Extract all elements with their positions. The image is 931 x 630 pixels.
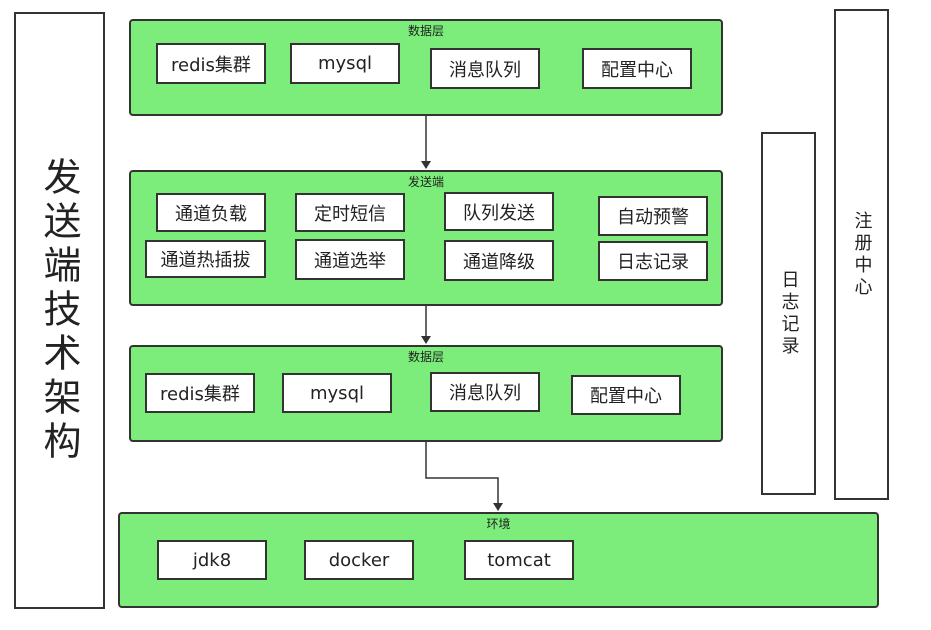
env-tomcat: tomcat <box>464 540 574 580</box>
registry-panel-label: 注册中心 <box>851 210 873 299</box>
data-bottom-redis: redis集群 <box>145 373 255 413</box>
sender-hot-plug: 通道热插拔 <box>145 240 266 278</box>
data-layer-bottom-title: 数据层 <box>407 350 444 364</box>
data-top-redis: redis集群 <box>156 43 266 84</box>
sender-auto-alert: 自动预警 <box>598 196 708 236</box>
registry-panel: 注册中心 <box>834 9 889 500</box>
sender-queue-send: 队列发送 <box>444 192 554 231</box>
data-top-mq: 消息队列 <box>430 48 540 89</box>
data-bottom-config: 配置中心 <box>571 375 681 415</box>
sender-layer: 发送端 通道负载 定时短信 队列发送 自动预警 通道热插拔 通道选举 通道降级 … <box>129 170 723 306</box>
architecture-title-panel: 发送端技术架构 <box>14 12 105 609</box>
data-layer-top-title: 数据层 <box>407 24 444 38</box>
sender-scheduled-sms: 定时短信 <box>295 193 405 232</box>
env-jdk8: jdk8 <box>157 540 267 580</box>
env-docker: docker <box>304 540 414 580</box>
log-panel-label: 日志记录 <box>778 269 800 358</box>
sender-log-record: 日志记录 <box>598 241 708 281</box>
log-panel: 日志记录 <box>761 132 816 495</box>
env-layer-title: 环境 <box>486 517 511 531</box>
arrow-data-to-env <box>425 442 503 511</box>
sender-channel-downgrade: 通道降级 <box>444 240 554 281</box>
data-layer-top: 数据层 redis集群 mysql 消息队列 配置中心 <box>129 19 723 116</box>
data-top-config: 配置中心 <box>582 48 692 89</box>
env-layer: 环境 jdk8 docker tomcat <box>118 512 879 608</box>
architecture-title: 发送端技术架构 <box>37 156 81 465</box>
data-bottom-mq: 消息队列 <box>430 372 540 412</box>
sender-channel-election: 通道选举 <box>295 239 405 280</box>
data-bottom-mysql: mysql <box>282 373 392 413</box>
sender-layer-title: 发送端 <box>407 175 444 189</box>
data-top-mysql: mysql <box>290 43 400 84</box>
data-layer-bottom: 数据层 redis集群 mysql 消息队列 配置中心 <box>129 345 723 442</box>
sender-channel-load: 通道负载 <box>156 193 266 232</box>
